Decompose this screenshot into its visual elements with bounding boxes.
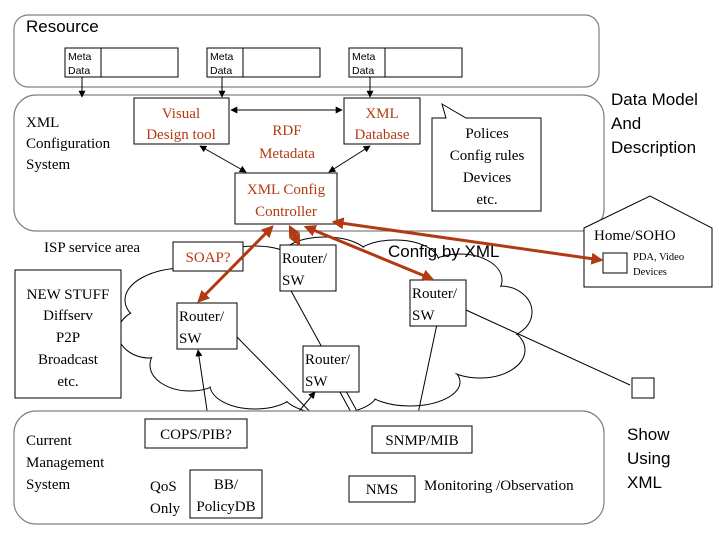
svg-text:Meta: Meta [352,51,376,63]
svg-text:etc.: etc. [57,374,78,390]
data-model-label: Data Model And Description [611,90,698,157]
svg-text:SNMP/MIB: SNMP/MIB [385,433,458,449]
svg-text:XML: XML [365,106,398,122]
meta-data-box: Meta Data [206,47,321,78]
display-square [631,377,655,399]
meta-data-box: Meta Data [64,47,179,78]
svg-text:Polices: Polices [465,126,508,142]
svg-text:QoS: QoS [150,479,177,495]
config-by-xml-label: Config by XML [388,242,500,261]
bb-policydb-box: BB/ PolicyDB [189,469,263,519]
design-controller-arrow [199,145,247,173]
xml-config-controller-box: XML Config Controller [234,172,338,225]
svg-text:System: System [26,157,71,173]
qos-only-label: QoS Only [150,479,181,517]
db-controller-arrow [328,145,371,173]
svg-text:SW: SW [282,273,305,289]
svg-text:Metadata: Metadata [259,146,315,162]
svg-text:etc.: etc. [476,192,497,208]
svg-text:Router/: Router/ [412,286,458,302]
svg-text:Only: Only [150,501,181,517]
svg-text:P2P: P2P [56,330,80,346]
svg-text:XML Config: XML Config [247,182,326,198]
svg-text:Using: Using [627,449,670,468]
svg-text:Devices: Devices [463,170,511,186]
svg-text:SOAP?: SOAP? [185,250,230,266]
show-using-xml-label: Show Using XML [627,425,670,492]
svg-text:XML: XML [627,473,662,492]
config-arrow [331,217,604,265]
svg-text:Diffserv: Diffserv [43,308,93,324]
svg-text:XML: XML [26,115,59,131]
current-mgmt-label: Current Management System [26,433,105,493]
rdf-metadata-label: RDF Metadata [259,123,315,162]
svg-text:Router/: Router/ [305,352,351,368]
router-right: Router/ SW [409,279,467,327]
svg-text:Data: Data [352,65,374,77]
svg-text:Devices: Devices [633,267,667,278]
svg-text:Config rules: Config rules [450,148,525,164]
svg-text:Meta: Meta [210,51,234,63]
svg-text:Show: Show [627,425,670,444]
svg-text:COPS/PIB?: COPS/PIB? [160,427,232,443]
svg-text:Router/: Router/ [179,309,225,325]
svg-text:Controller: Controller [255,204,317,220]
config-arrow [197,225,274,303]
meta-data-box: Meta Data [348,47,463,78]
link-line [465,309,631,386]
svg-text:Management: Management [26,455,105,471]
svg-text:Data Model: Data Model [611,90,698,109]
svg-text:Meta: Meta [68,51,92,63]
svg-text:System: System [26,477,71,493]
router-bottom: Router/ SW [302,345,360,393]
svg-text:Data: Data [68,65,90,77]
svg-text:PDA, Video: PDA, Video [633,252,684,263]
svg-text:NMS: NMS [366,482,399,498]
snmp-mib-box: SNMP/MIB [371,425,473,454]
svg-text:Configuration: Configuration [26,136,111,152]
resource-title: Resource [26,17,99,36]
xml-database-box: XML Database [343,97,421,145]
router-top: Router/ SW [279,244,337,292]
svg-text:Home/SOHO: Home/SOHO [594,228,676,244]
nms-box: NMS [348,475,416,503]
new-stuff-box: NEW STUFF Diffserv P2P Broadcast etc. [14,269,122,399]
svg-text:Database: Database [355,127,410,143]
svg-text:RDF: RDF [272,123,301,139]
svg-text:Current: Current [26,433,73,449]
svg-text:Design tool: Design tool [146,127,216,143]
router-left: Router/ SW [176,302,238,350]
visual-design-tool-box: Visual Design tool [133,97,230,145]
svg-text:NEW STUFF: NEW STUFF [27,287,110,303]
home-soho: Home/SOHO PDA, Video Devices [583,195,713,288]
svg-text:And: And [611,114,641,133]
polices-note: Polices Config rules Devices etc. [431,102,542,212]
svg-text:Description: Description [611,138,696,157]
svg-text:Broadcast: Broadcast [38,352,99,368]
xml-config-system-label: XML Configuration System [26,115,111,173]
cops-pib-box: COPS/PIB? [144,418,248,449]
monitoring-label: Monitoring /Observation [424,478,574,494]
svg-text:PolicyDB: PolicyDB [196,499,255,515]
svg-text:BB/: BB/ [214,477,239,493]
svg-text:Visual: Visual [162,106,200,122]
svg-text:Router/: Router/ [282,251,328,267]
isp-area-label: ISP service area [44,240,140,256]
svg-text:SW: SW [412,308,435,324]
svg-text:SW: SW [305,374,328,390]
svg-text:SW: SW [179,331,202,347]
config-arrow [288,224,301,247]
svg-text:Data: Data [210,65,232,77]
